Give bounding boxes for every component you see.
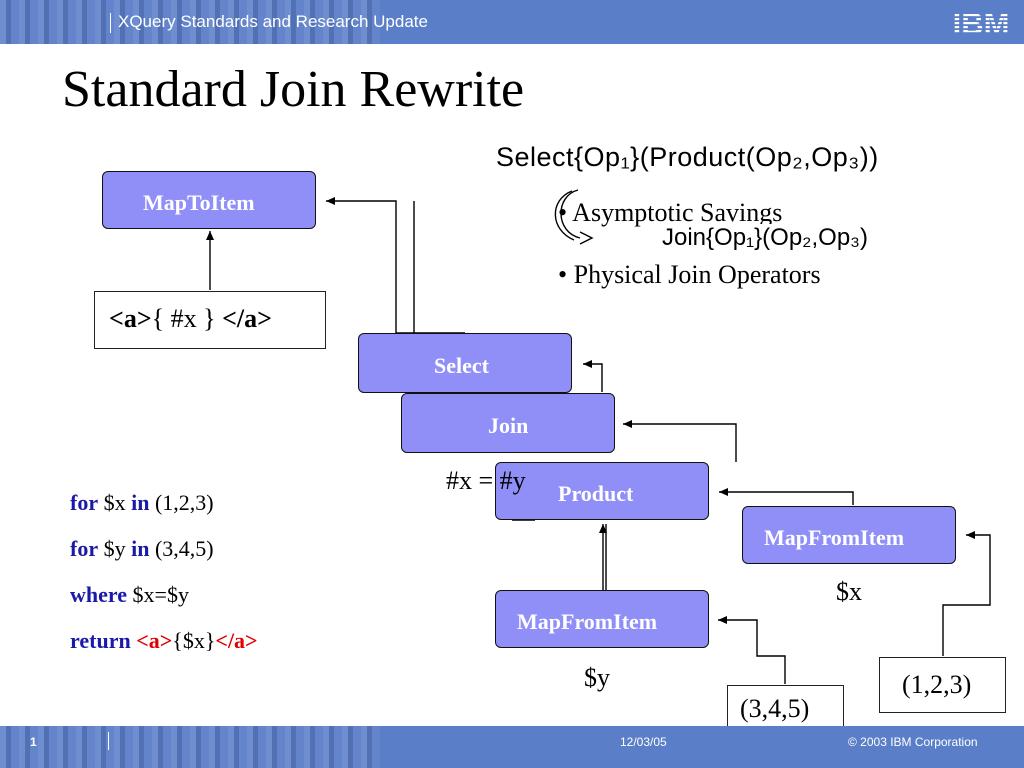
footer-pattern (0, 726, 380, 768)
join-formula: Join{Op₁}(Op₂,Op₃) (658, 224, 872, 252)
edge-select-to-maptoitem (326, 197, 397, 333)
sequence-x-value: (1,2,3) (902, 670, 972, 699)
join-condition-label: #x = #y (446, 466, 526, 495)
node-join: Join (401, 393, 615, 453)
edge-product-to-join (623, 420, 737, 462)
bullet-asymptotic-savings: • Asymptotic Savings (558, 198, 783, 227)
xquery-code: for $x in (1,2,3) for $y in (3,4,5) wher… (70, 480, 258, 664)
sequence-y-box: (3,4,5) (727, 685, 844, 733)
sequence-y-value: (3,4,5) (740, 694, 810, 723)
var-x-label: $x (836, 577, 862, 606)
query-line-1: for $x in (1,2,3) (70, 490, 214, 515)
node-select: Select (358, 333, 572, 393)
svg-text:IBM: IBM (953, 6, 1010, 38)
edge-mapfromitem-x-to-product (719, 488, 854, 505)
page-number: 1 (30, 735, 37, 749)
header-bar: XQuery Standards and Research Update IBM (0, 0, 1024, 44)
query-line-4: return <a>{$x}</a> (70, 628, 258, 653)
presentation-title: XQuery Standards and Research Update (118, 12, 428, 31)
edge-seq-y-to-mapfromitem (718, 616, 786, 684)
node-join-label: Join (488, 413, 529, 438)
node-mapfromitem-y-label: MapFromItem (517, 609, 658, 634)
node-maptoitem-label: MapToItem (143, 190, 255, 215)
template-expression: <a>{ #x } </a> (109, 304, 272, 334)
template-close-tag: </a> (222, 304, 272, 333)
query-line-2: for $y in (3,4,5) (70, 536, 214, 561)
edge-seq-x-to-mapfromitem (942, 531, 991, 656)
footer-copyright: © 2003 IBM Corporation (848, 735, 978, 749)
var-y-label: $y (584, 663, 610, 692)
header-divider (110, 13, 111, 33)
template-open-tag: <a> (109, 304, 152, 333)
node-mapfromitem-x-label: MapFromItem (764, 525, 905, 550)
node-product: Product (495, 462, 709, 520)
bullet-physical-join-operators: • Physical Join Operators (558, 260, 821, 289)
slide-title: Standard Join Rewrite (62, 61, 525, 118)
footer-bar: 1 12/03/05 © 2003 IBM Corporation (0, 726, 1024, 768)
ibm-logo: IBM (953, 6, 1010, 38)
select-product-formula: Select{Op₁}(Product(Op₂,Op₃)) (496, 142, 879, 172)
header-pattern (0, 0, 380, 44)
template-box: <a>{ #x } </a> (94, 291, 326, 349)
node-select-label: Select (434, 353, 489, 378)
node-maptoitem: MapToItem (102, 171, 316, 229)
edge-join-to-select (583, 360, 603, 392)
node-mapfromitem-x: MapFromItem (742, 506, 956, 564)
sequence-x-box: (1,2,3) (879, 657, 1006, 713)
template-expr: { #x } (151, 304, 216, 333)
footer-date: 12/03/05 (620, 735, 667, 749)
query-line-3: where $x=$y (70, 582, 189, 607)
node-mapfromitem-y: MapFromItem (495, 590, 709, 648)
rewrite-arrow (560, 189, 581, 239)
node-product-label: Product (558, 481, 634, 506)
footer-divider (108, 732, 109, 750)
